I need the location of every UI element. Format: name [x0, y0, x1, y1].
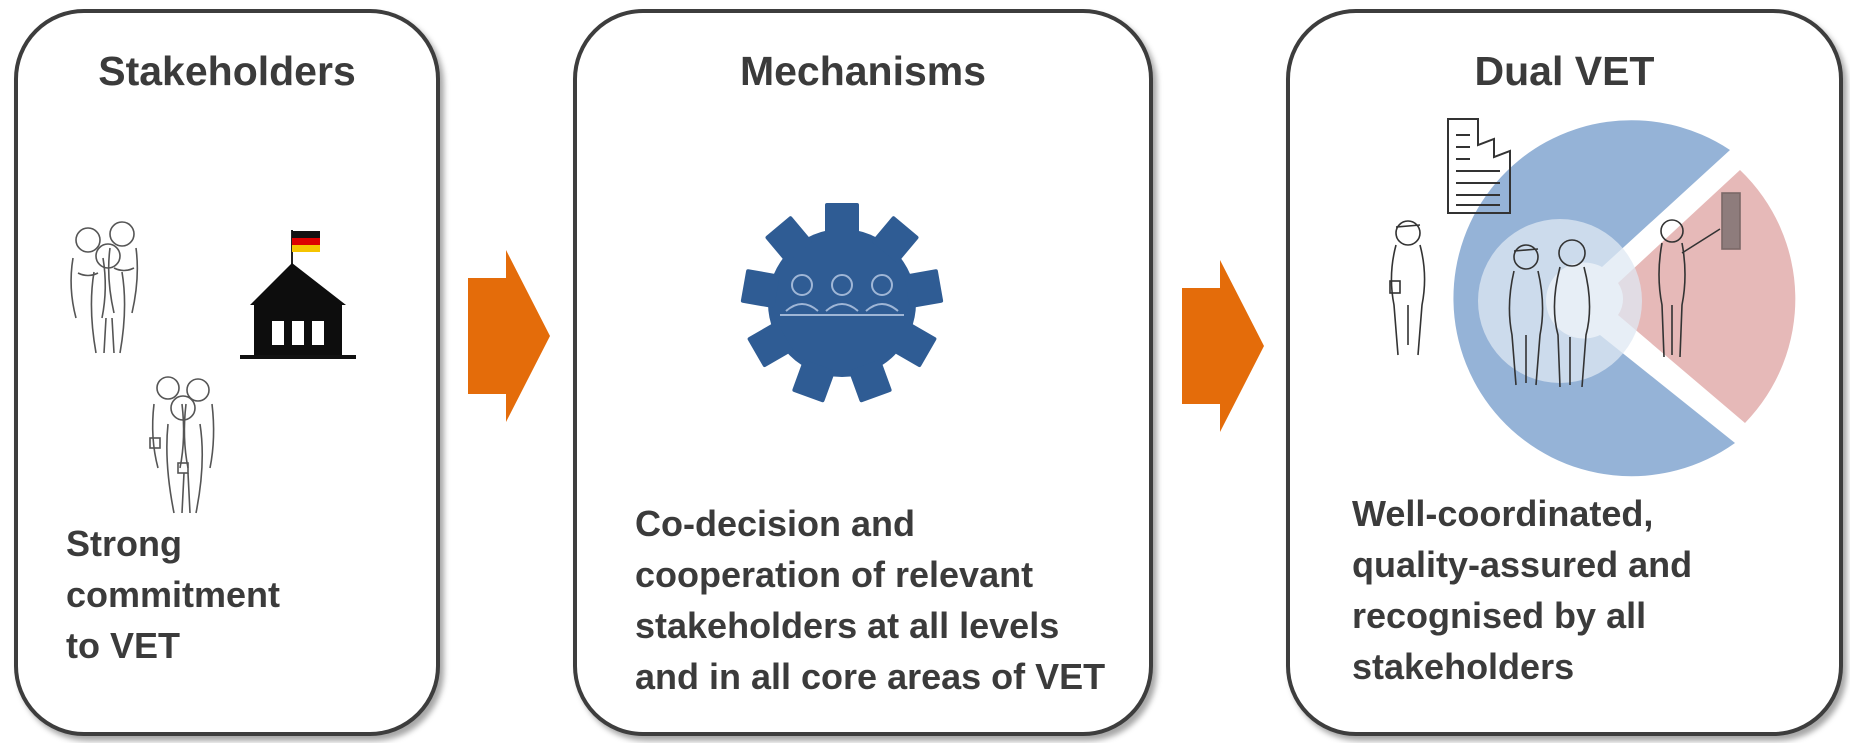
mechanisms-description: Co-decision and cooperation of relevant … [635, 498, 1155, 702]
mechanisms-title: Mechanisms [739, 48, 987, 94]
description-line: Well-coordinated, [1352, 493, 1654, 534]
description-line: to VET [66, 625, 180, 666]
factory-icon [1447, 118, 1511, 214]
dual-vet-description: Well-coordinated, quality-assured and re… [1352, 488, 1842, 692]
stakeholders-panel: Stakeholders St [14, 9, 440, 736]
arrow-right-icon [468, 250, 550, 422]
meeting-people-icon [780, 274, 904, 316]
teacher-icon [1658, 192, 1741, 358]
description-line: cooperation of relevant [635, 554, 1034, 595]
gear-icon [740, 203, 944, 403]
description-line: Co-decision and [635, 503, 916, 544]
arrow-right-icon [1182, 260, 1264, 432]
description-line: Strong [66, 523, 182, 564]
dual-vet-panel: Dual VET [1286, 9, 1843, 736]
description-line: stakeholders at all levels [635, 605, 1060, 646]
description-line: stakeholders [1352, 646, 1575, 687]
description-line: recognised by all [1352, 595, 1647, 636]
worker-icon [1389, 220, 1426, 356]
people-sketch-icon [70, 221, 139, 354]
german-flag-icon [292, 231, 320, 252]
description-line: and in all core areas of VET [635, 656, 1106, 697]
stakeholders-title: Stakeholders [98, 48, 356, 94]
stakeholders-description: Strong commitment to VET [66, 518, 406, 671]
dual-vet-title: Dual VET [1474, 48, 1655, 94]
worker-icon [1508, 239, 1591, 388]
people-sketch-icon [149, 376, 215, 514]
dual-vet-ring-graphic [1389, 118, 1796, 477]
school-building-icon [240, 230, 356, 359]
mechanisms-panel: Mechanisms Co-decision and coo [573, 9, 1153, 736]
description-line: quality-assured and [1352, 544, 1693, 585]
description-line: commitment [66, 574, 281, 615]
